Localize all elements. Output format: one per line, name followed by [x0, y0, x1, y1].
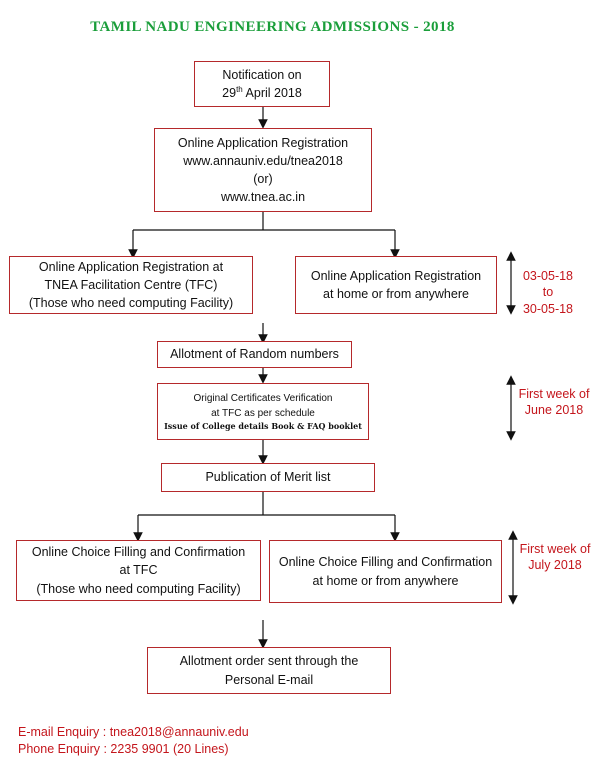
- tfc-registration-line2: TNEA Facilitation Centre (TFC): [44, 277, 218, 292]
- registration-end-date: 30-05-18: [522, 301, 574, 316]
- choice-dates-line1: First week of: [519, 542, 591, 556]
- tfc-choice-line1: Online Choice Filling and Confirmation: [31, 545, 246, 560]
- home-choice-line1: Online Choice Filling and Confirmation: [278, 555, 493, 570]
- verification-dates-line1: First week of: [518, 387, 590, 401]
- verification-line2: at TFC as per schedule: [211, 407, 315, 419]
- merit-list-box: Publication of Merit list: [161, 463, 375, 492]
- tfc-registration-line3: (Those who need computing Facility): [28, 296, 234, 311]
- online-registration-box: Online Application Registration www.anna…: [154, 128, 372, 212]
- allotment-order-line1: Allotment order sent through the: [179, 654, 359, 669]
- tfc-registration-box: Online Application Registration at TNEA …: [9, 256, 253, 314]
- verification-dates-line2: June 2018: [524, 403, 584, 418]
- choice-dates: First week of July 2018: [515, 541, 595, 574]
- notification-box: Notification on 29th April 2018: [194, 61, 330, 107]
- phone-enquiry[interactable]: Phone Enquiry : 2235 9901 (20 Lines): [18, 741, 229, 756]
- home-choice-line2: at home or from anywhere: [312, 573, 459, 588]
- tfc-choice-line3: (Those who need computing Facility): [36, 581, 241, 596]
- random-numbers-box: Allotment of Random numbers: [157, 341, 352, 368]
- home-registration-line2: at home or from anywhere: [323, 287, 469, 301]
- registration-dates-to: to: [542, 285, 554, 300]
- registration-url-1[interactable]: www.annauniv.edu/tnea2018: [183, 153, 343, 168]
- registration-title: Online Application Registration: [177, 135, 349, 150]
- verification-line3: Issue of College details Book & FAQ book…: [164, 420, 362, 431]
- verification-box: Original Certificates Verification at TF…: [157, 383, 369, 440]
- enquiry-footer: E-mail Enquiry : tnea2018@annauniv.edu P…: [18, 724, 249, 758]
- page-title: TAMIL NADU ENGINEERING ADMISSIONS - 2018: [90, 19, 455, 35]
- email-enquiry[interactable]: E-mail Enquiry : tnea2018@annauniv.edu: [18, 725, 249, 739]
- allotment-order-line2: Personal E-mail: [224, 672, 314, 687]
- registration-url-2[interactable]: www.tnea.ac.in: [220, 190, 306, 205]
- notification-line1: Notification on: [222, 67, 302, 82]
- verification-line1: Original Certificates Verification: [193, 392, 333, 404]
- home-registration-line1: Online Application Registration: [310, 268, 482, 283]
- registration-or: (or): [253, 172, 273, 186]
- registration-dates: 03-05-18 to 30-05-18: [517, 268, 579, 317]
- merit-list-label: Publication of Merit list: [205, 470, 331, 485]
- registration-start-date: 03-05-18: [522, 269, 574, 283]
- tfc-choice-box: Online Choice Filling and Confirmation a…: [16, 540, 261, 601]
- tfc-choice-line2: at TFC: [119, 563, 158, 578]
- tfc-registration-line1: Online Application Registration at: [38, 259, 224, 274]
- home-registration-box: Online Application Registration at home …: [295, 256, 497, 314]
- verification-dates: First week of June 2018: [514, 386, 594, 419]
- allotment-order-box: Allotment order sent through the Persona…: [147, 647, 391, 694]
- random-numbers-label: Allotment of Random numbers: [170, 347, 339, 362]
- choice-dates-line2: July 2018: [528, 558, 582, 573]
- home-choice-box: Online Choice Filling and Confirmation a…: [269, 540, 502, 603]
- notification-date: 29th April 2018: [222, 84, 302, 101]
